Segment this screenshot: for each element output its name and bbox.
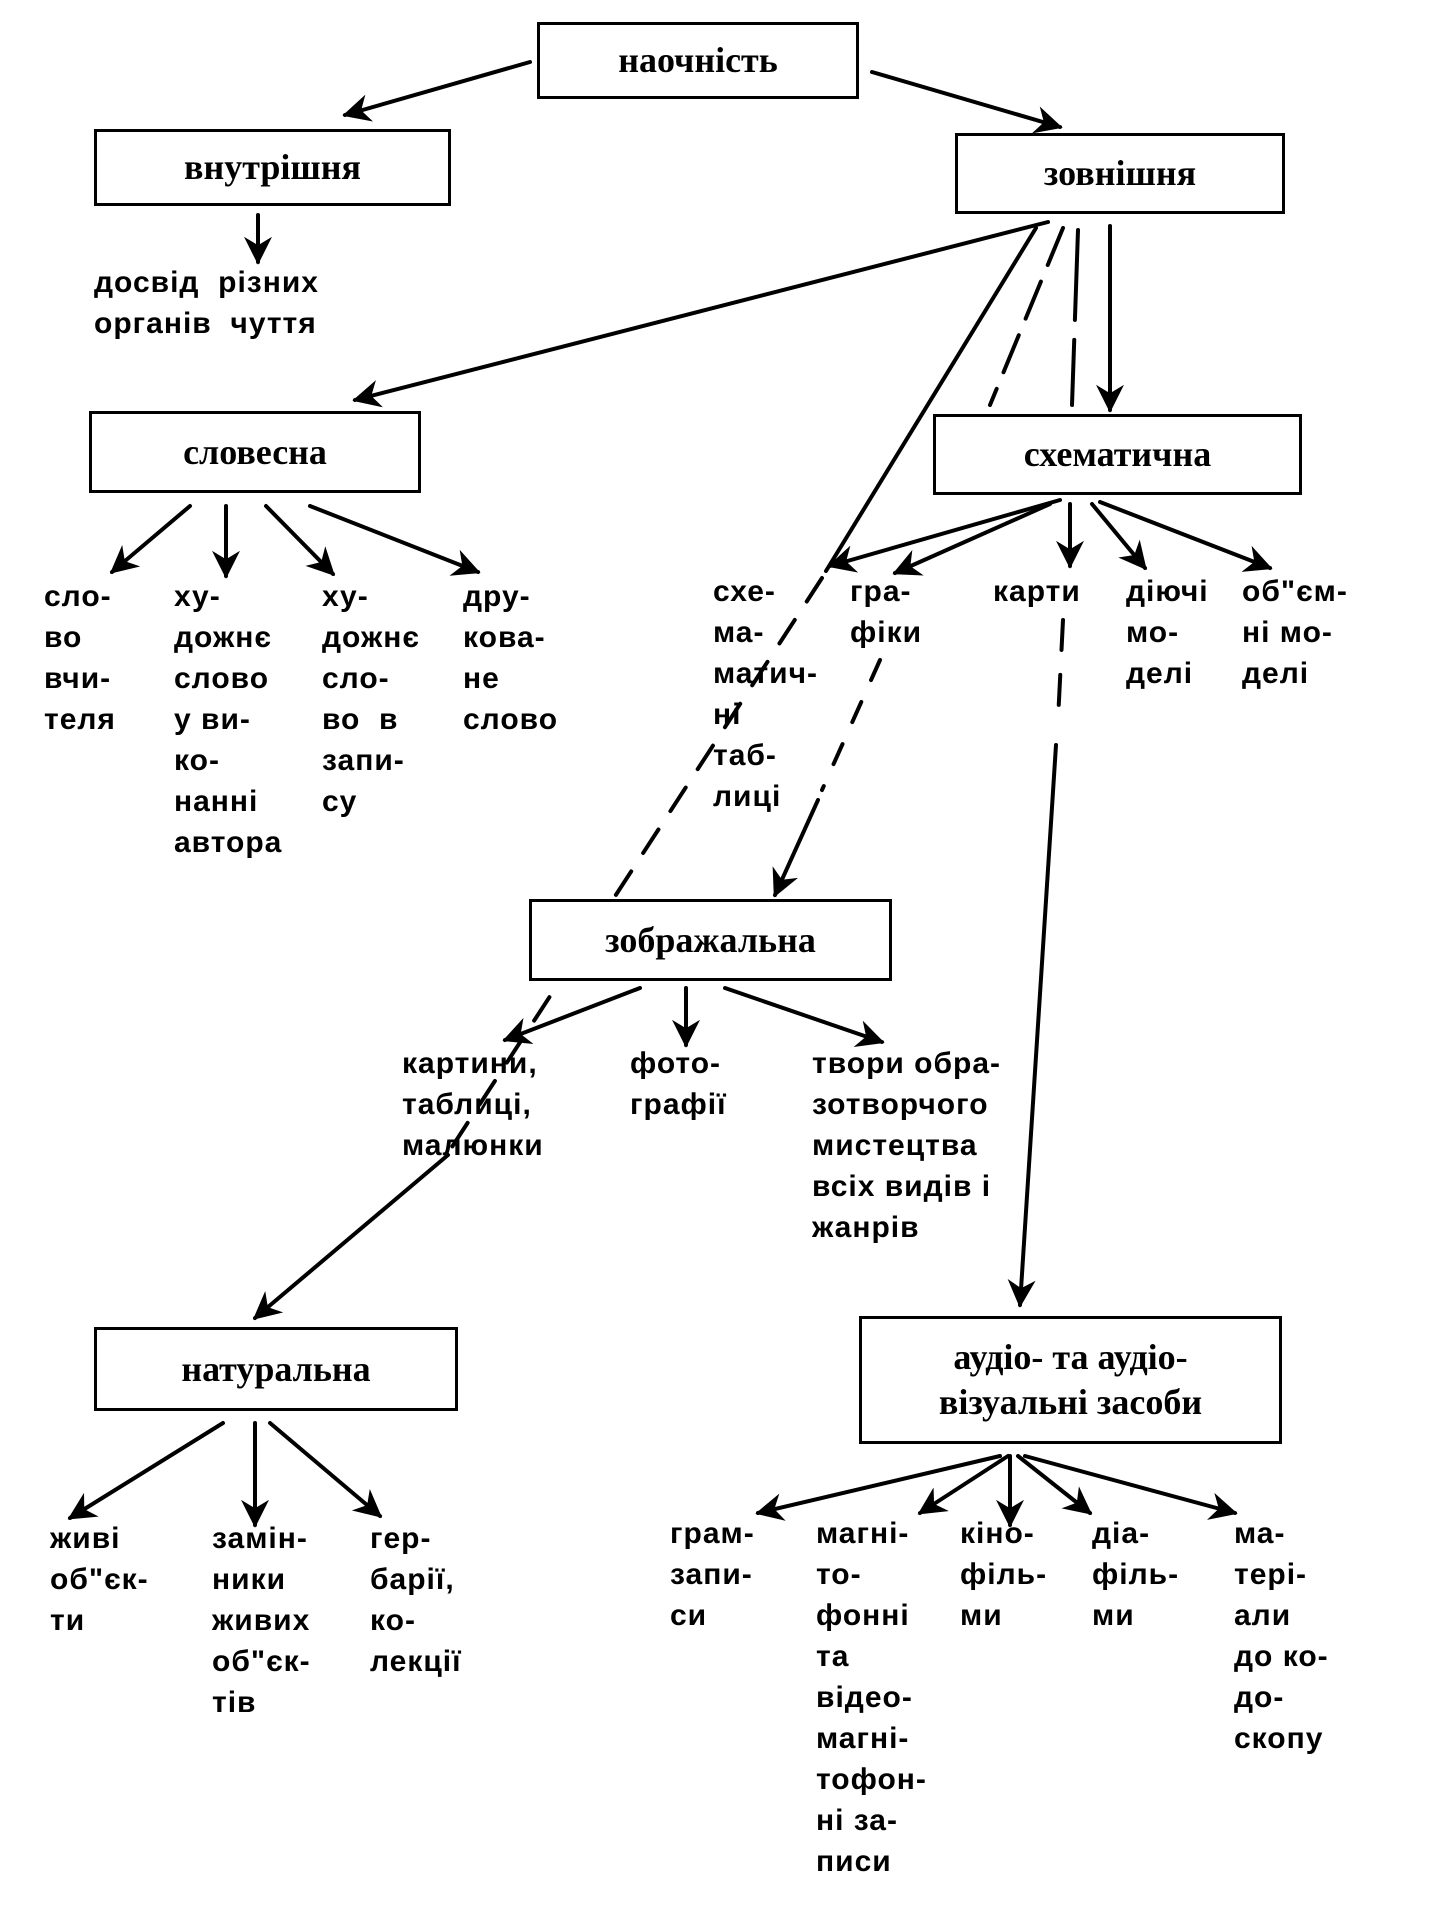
arrow-to-naturalna (252, 1153, 450, 1320)
node-skhematychna: схематична (933, 414, 1302, 495)
arrow-audio-leaf-4 (1016, 1454, 1093, 1515)
dashed-line-to-zobrazhalna-upper (988, 226, 1065, 407)
leaf-naturalna-1: живі об"єк- ти (50, 1522, 149, 1637)
node-audio: аудіо- та аудіо- візуальні засоби (859, 1316, 1282, 1444)
node-vnutrishnia: внутрішня (94, 129, 451, 206)
leaf-audio-5: ма- тері- али до ко- до- скопу (1234, 1517, 1329, 1755)
arrow-zobrazhalna-leaf-1 (502, 986, 642, 1045)
leaf-audio-3: кіно- філь- ми (960, 1517, 1048, 1632)
line-zovnishnia-to-skhem-tables (824, 226, 1038, 573)
arrow-root-to-vnutrishnia (342, 60, 532, 122)
leaf-naturalna-2: замін- ники живих об"єк- тів (212, 1522, 311, 1719)
arrow-skhematychna-leaf-5 (1098, 500, 1273, 572)
leaf-zobrazhalna-3: твори обра- зотворчого мистецтва всіх ви… (812, 1047, 1002, 1244)
arrow-audio-leaf-1 (755, 1454, 1002, 1521)
leaf-zobrazhalna-2: фото- графії (630, 1047, 727, 1121)
leaf-vnutrishnia-1: досвід різних органів чуття (94, 266, 319, 340)
dashed-line-to-zobrazhalna-lower (820, 658, 882, 792)
leaf-slovesna-2: ху- дожнє слово у ви- ко- нанні автора (174, 580, 283, 859)
node-zovnishnia: зовнішня (955, 133, 1285, 214)
arrow-slovesna-leaf-1 (109, 504, 192, 574)
arrow-audio-leaf-5 (1023, 1454, 1238, 1520)
leaf-slovesna-4: дру- кова- не слово (463, 580, 559, 736)
dashed-line-to-audio-upper (1070, 228, 1080, 407)
leaf-naturalna-3: гер- барії, ко- лекції (370, 1522, 462, 1678)
leaf-skhematychna-2: гра- фіки (850, 575, 923, 649)
leaf-skhematychna-3: карти (993, 575, 1081, 608)
leaf-skhematychna-4: діючі мо- делі (1126, 575, 1209, 690)
arrow-naturalna-leaf-1 (67, 1421, 225, 1520)
arrow-slovesna-leaf-3 (264, 504, 335, 576)
arrow-naturalna-leaf-3 (268, 1421, 383, 1518)
dashed-line-to-audio-mid (1056, 618, 1065, 722)
leaf-skhematychna-1: схе- ма- матич- ні таб- лиці (713, 575, 819, 813)
arrow-audio-leaf-2 (917, 1454, 1010, 1515)
arrow-skhematychna-leaf-2 (892, 502, 1052, 576)
arrow-to-audio (1007, 743, 1058, 1308)
arrow-skhematychna-leaf-1 (827, 498, 1062, 573)
arrow-root-to-zovnishnia (870, 70, 1063, 134)
arrow-skhematychna-leaf-4 (1090, 502, 1147, 571)
leaf-slovesna-1: сло- во вчи- теля (44, 580, 116, 736)
arrow-to-zobrazhalna (772, 798, 820, 898)
arrow-zobrazhalna-leaf-3 (723, 986, 885, 1048)
leaf-slovesna-3: ху- дожнє сло- во в запи- су (322, 580, 420, 818)
leaf-skhematychna-5: об"єм- ні мо- делі (1242, 575, 1348, 690)
node-naturalna: натуральна (94, 1327, 458, 1411)
node-zobrazhalna: зображальна (529, 899, 892, 981)
dashed-line-to-naturalna (448, 576, 824, 1152)
leaf-audio-4: діа- філь- ми (1092, 1517, 1180, 1632)
node-slovesna: словесна (89, 411, 421, 493)
node-naochnist: наочність (537, 22, 859, 99)
arrow-slovesna-leaf-4 (308, 504, 481, 576)
leaf-audio-1: грам- запи- си (670, 1517, 755, 1632)
leaf-audio-2: магні- то- фонні та відео- магні- тофон-… (816, 1517, 927, 1878)
leaf-zobrazhalna-1: картини, таблиці, малюнки (402, 1047, 544, 1162)
arrow-zovnishnia-to-slovesna (352, 220, 1050, 408)
